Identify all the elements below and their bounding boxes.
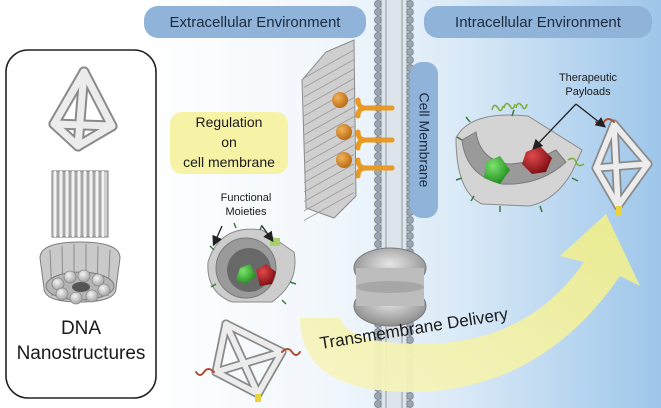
lipid-head bbox=[374, 40, 382, 48]
origami-helix-line bbox=[303, 59, 355, 88]
lipid-head bbox=[406, 232, 414, 240]
dna-line-2: Nanostructures bbox=[16, 343, 146, 364]
lipid-head bbox=[406, 0, 414, 8]
functional-line-2: Moieties bbox=[225, 206, 267, 218]
lipid-head bbox=[406, 224, 414, 232]
membrane-receptors bbox=[355, 97, 395, 179]
intracellular-header-text: Intracellular Environment bbox=[455, 13, 621, 31]
regulation-label-box bbox=[170, 112, 288, 174]
lipid-head bbox=[374, 224, 382, 232]
lipid-head bbox=[374, 192, 382, 200]
transmembrane-delivery-arrow bbox=[300, 214, 640, 392]
half-tube-carrier-intracellular bbox=[455, 102, 585, 213]
lipid-head bbox=[374, 216, 382, 224]
tetrahedron-icon bbox=[48, 66, 118, 152]
regulation-line-1: Regulation bbox=[195, 114, 263, 130]
lipid-head bbox=[406, 216, 414, 224]
lipid-head bbox=[374, 112, 382, 120]
lipid-head bbox=[374, 64, 382, 72]
lipid-head bbox=[374, 240, 382, 248]
dna-tube-icon bbox=[39, 241, 121, 305]
lipid-head bbox=[374, 184, 382, 192]
origami-helix-line bbox=[303, 173, 355, 202]
dna-bundle-icon bbox=[51, 170, 109, 238]
lipid-head bbox=[374, 32, 382, 40]
lipid-head bbox=[374, 72, 382, 80]
lipid-head bbox=[374, 88, 382, 96]
lipid-head bbox=[374, 0, 382, 8]
lipid-head bbox=[406, 8, 414, 16]
regulation-line-2: on bbox=[221, 134, 237, 150]
annotation-pointers bbox=[212, 103, 607, 247]
therapeutic-line-1: Therapeutic bbox=[558, 72, 618, 84]
cell-membrane-text: Cell Membrane bbox=[416, 92, 432, 188]
lipid-head bbox=[374, 16, 382, 24]
lipid-head bbox=[406, 56, 414, 64]
cell-membrane-label: Cell Membrane bbox=[410, 62, 438, 218]
extracellular-header-text: Extracellular Environment bbox=[169, 13, 341, 31]
lipid-head bbox=[374, 176, 382, 184]
lipid-head bbox=[374, 24, 382, 32]
origami-helix-line bbox=[303, 144, 355, 174]
lipid-head bbox=[374, 400, 382, 408]
cone-dna-carrier-extracellular bbox=[207, 222, 297, 305]
lipid-head bbox=[374, 8, 382, 16]
lipid-head bbox=[374, 392, 382, 400]
origami-helix-line bbox=[303, 87, 355, 117]
lipid-head bbox=[374, 120, 382, 128]
lipid-head bbox=[406, 24, 414, 32]
tetrahedron-carrier-extracellular bbox=[195, 319, 301, 402]
lipid-head bbox=[374, 152, 382, 160]
therapeutic-line-2: Payloads bbox=[565, 86, 611, 98]
origami-helix-line bbox=[303, 78, 355, 107]
lipid-head bbox=[406, 392, 414, 400]
origami-helix-line bbox=[303, 116, 355, 145]
lipid-head bbox=[374, 80, 382, 88]
lipid-head bbox=[406, 240, 414, 248]
lipid-head bbox=[406, 48, 414, 56]
origami-helix-line bbox=[303, 135, 355, 164]
lipid-head bbox=[374, 56, 382, 64]
origami-helix-line bbox=[303, 192, 355, 221]
lipid-head bbox=[406, 400, 414, 408]
lipid-head bbox=[406, 16, 414, 24]
lipid-head bbox=[406, 32, 414, 40]
tetrahedron-carrier-intracellular bbox=[591, 118, 653, 215]
intracellular-header: Intracellular Environment bbox=[424, 6, 652, 38]
lipid-head bbox=[374, 128, 382, 136]
origami-helix-line bbox=[303, 182, 355, 212]
lipid-head bbox=[374, 96, 382, 104]
lipid-head bbox=[374, 232, 382, 240]
lipid-head bbox=[374, 200, 382, 208]
membrane-channel-protein bbox=[353, 247, 427, 327]
origami-helix-line bbox=[303, 68, 355, 98]
origami-helix-line bbox=[303, 49, 355, 79]
extracellular-header: Extracellular Environment bbox=[144, 6, 366, 38]
origami-helix-line bbox=[303, 106, 355, 136]
functional-line-1: Functional bbox=[220, 192, 272, 204]
regulation-line-3: cell membrane bbox=[183, 154, 275, 170]
lipid-head bbox=[374, 208, 382, 216]
origami-helix-line bbox=[303, 163, 355, 193]
lipid-head bbox=[374, 48, 382, 56]
lipid-head bbox=[374, 144, 382, 152]
membrane-dna-origami bbox=[301, 39, 357, 221]
lipid-head bbox=[406, 40, 414, 48]
dna-line-1: DNA bbox=[60, 318, 102, 339]
